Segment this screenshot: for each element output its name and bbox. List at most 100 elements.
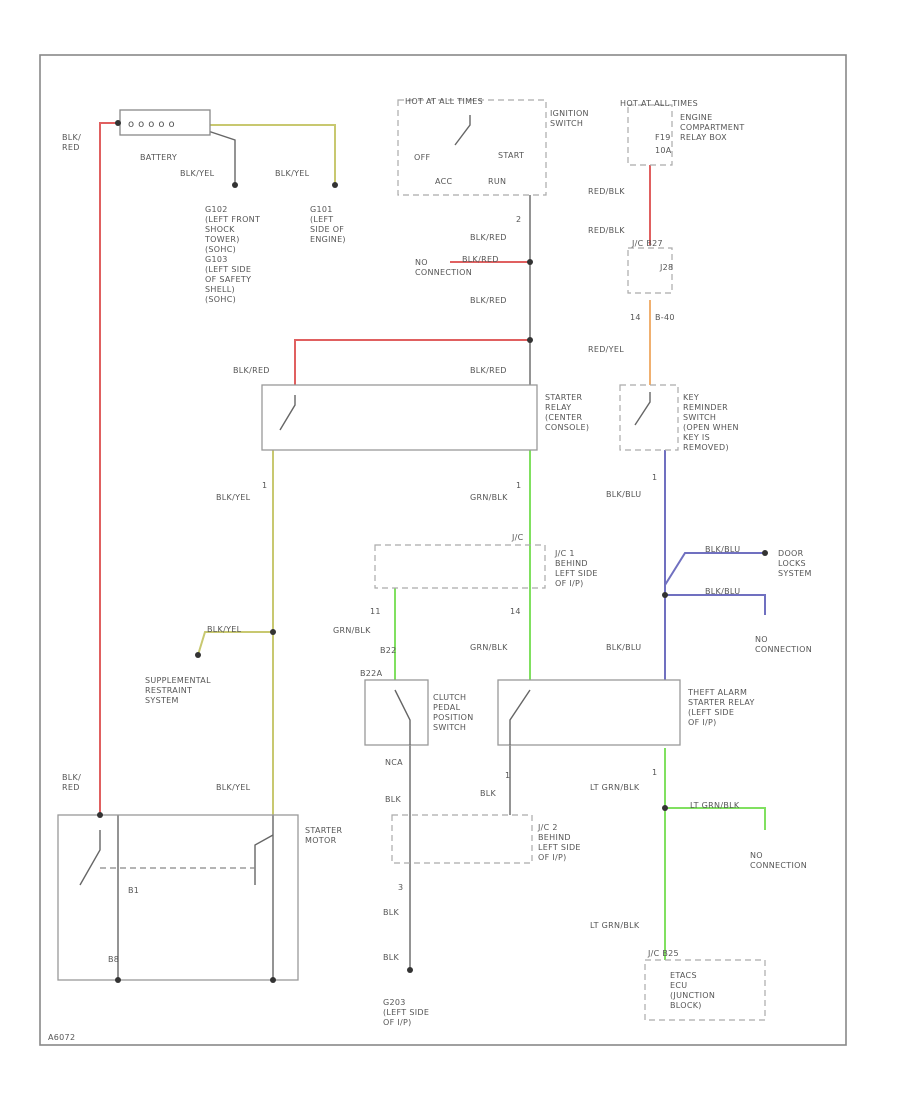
label-line: J/C 2 xyxy=(537,823,558,832)
label-line: SYSTEM xyxy=(778,569,812,578)
label-blk-blu-ta: BLK/BLU xyxy=(606,643,641,652)
label-line: (SOHC) xyxy=(205,245,236,254)
label-battery: BATTERY xyxy=(140,153,177,162)
label-line: NO xyxy=(755,635,768,644)
label-line: NO xyxy=(415,258,428,267)
label-blk-red-4: BLK/RED xyxy=(470,366,507,375)
label-pin-jc2: 3 xyxy=(398,883,403,892)
label-line: CLUTCH xyxy=(433,693,466,702)
label-line: ETACS xyxy=(670,971,697,980)
label-line: RESTRAINT xyxy=(145,686,192,695)
wire-blk-red-battery-to-motor xyxy=(99,122,118,815)
label-blk-red-nc: BLK/RED xyxy=(462,255,499,264)
key-reminder-switch xyxy=(634,392,651,426)
label-blk-blu-nc: BLK/BLU xyxy=(705,587,740,596)
label-jc1-ref: J/C xyxy=(511,533,524,542)
label-line: (LEFT SIDE xyxy=(383,1008,429,1017)
label-line: OF I/P) xyxy=(383,1018,412,1027)
label-lt-grn-blk-2: LT GRN/BLK xyxy=(590,921,640,930)
label-pin-ta-out: 1 xyxy=(652,768,657,777)
label-line: STARTER xyxy=(305,826,343,835)
label-hot-all-times-eng: HOT AT ALL TIMES xyxy=(620,99,698,108)
label-line: COMPARTMENT xyxy=(680,123,745,132)
label-line: G102 xyxy=(205,205,228,214)
label-srs-pin: B1 xyxy=(128,886,139,895)
wire-blk-red-to-starter-relay xyxy=(294,339,530,385)
label-acc: ACC xyxy=(435,177,453,186)
label-line: PEDAL xyxy=(433,703,461,712)
label-line: (JUNCTION xyxy=(670,991,715,1000)
label-line: LEFT SIDE xyxy=(538,843,581,852)
clutch-switch-box xyxy=(364,679,429,746)
label-start: START xyxy=(498,151,524,160)
label-pin-b40: 14 xyxy=(630,313,641,322)
label-line: J/C 1 xyxy=(554,549,575,558)
battery-symbol xyxy=(119,109,211,136)
label-motor-pin: B8 xyxy=(108,955,119,964)
theft-alarm-switch xyxy=(509,689,531,745)
j28-box xyxy=(627,247,673,294)
label-blk-red-2: BLK/RED xyxy=(470,296,507,305)
label-line: LOCKS xyxy=(778,559,806,568)
label-lt-grn-blk-nc: LT GRN/BLK xyxy=(690,801,740,810)
label-line: RELAY BOX xyxy=(680,133,727,142)
label-line: OF I/P) xyxy=(555,579,584,588)
label-fuse-f19: F19 xyxy=(655,133,671,142)
label-blk-red-left: BLK/RED xyxy=(62,133,81,152)
label-pin-jc1-l: 11 xyxy=(370,607,381,616)
label-blk-ta: BLK xyxy=(480,789,497,798)
label-grn-blk-sr: GRN/BLK xyxy=(470,493,508,502)
label-ref-code: A6072 xyxy=(48,1033,75,1042)
label-line: REMOVED) xyxy=(683,443,729,452)
label-blk-g1: BLK xyxy=(383,908,400,917)
label-line: OF SAFETY xyxy=(205,275,251,284)
label-line: CONNECTION xyxy=(750,861,807,870)
label-line: LEFT SIDE xyxy=(555,569,598,578)
label-pin-ta-b: 1 xyxy=(505,771,510,780)
label-line: CONNECTION xyxy=(755,645,812,654)
battery-cells: ooooo xyxy=(128,119,179,130)
starter-motor-solenoid xyxy=(254,834,274,885)
label-line: CONNECTION xyxy=(415,268,472,277)
label-blk-clutch-2: BLK xyxy=(385,795,402,804)
ignition-switch-box xyxy=(397,99,547,196)
label-pin-jc1-r: 14 xyxy=(510,607,521,616)
jc2-box xyxy=(391,814,533,864)
label-line: THEFT ALARM xyxy=(687,688,747,697)
label-blk-red-1: BLK/RED xyxy=(470,233,507,242)
label-pin-sr-right: 1 xyxy=(516,481,521,490)
label-pin-ign-out: 2 xyxy=(516,215,521,224)
label-line: ENGINE) xyxy=(310,235,346,244)
label-line: MOTOR xyxy=(305,836,337,845)
label-line: SHOCK xyxy=(205,225,235,234)
label-line: SWITCH xyxy=(433,723,466,732)
label-line: SIDE OF xyxy=(310,225,344,234)
label-line: SHELL) xyxy=(205,285,235,294)
label-j28: J28 xyxy=(659,263,673,272)
label-line: BLK/ xyxy=(62,133,81,142)
label-grn-blk-clutch: GRN/BLK xyxy=(333,626,371,635)
label-line: TOWER) xyxy=(204,235,240,244)
label-off: OFF xyxy=(414,153,430,162)
label-blk-red-left2: BLK/RED xyxy=(62,773,81,792)
label-line: G203 xyxy=(383,998,406,1007)
label-line: BEHIND xyxy=(538,833,571,842)
label-b40: B-40 xyxy=(655,313,675,322)
label-blk-yel-sr: BLK/YEL xyxy=(216,493,251,502)
wire-black-battery-ground xyxy=(204,129,236,185)
wire-blk-blu-door-locks xyxy=(664,552,765,586)
